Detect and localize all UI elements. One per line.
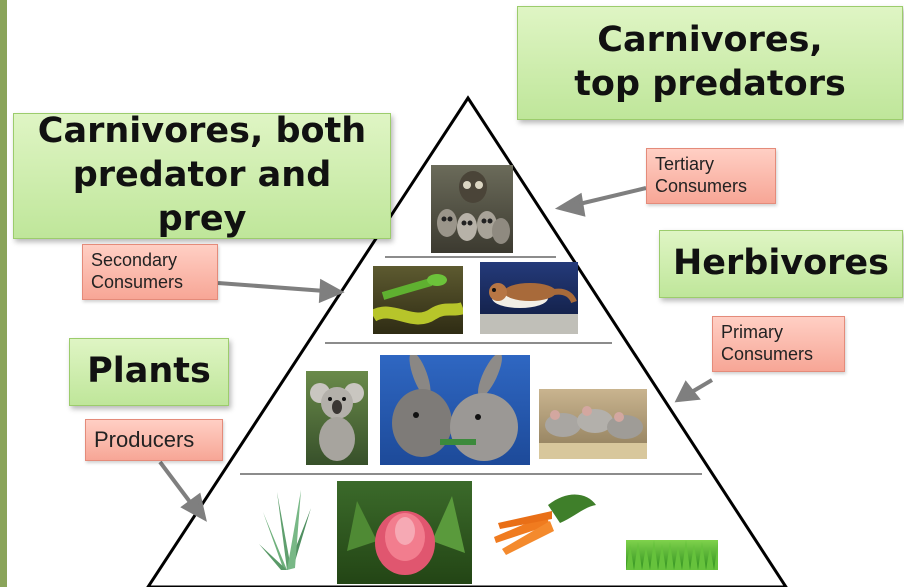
- arrow-secondary: [218, 283, 325, 291]
- arrow-tertiary-head: [560, 196, 583, 214]
- label-herbivores: Herbivores: [659, 230, 903, 298]
- carrots-icon: [488, 485, 598, 557]
- rabbits-photo: [380, 355, 530, 465]
- owls-icon: [431, 165, 513, 253]
- label-top-predators: Carnivores, top predators: [517, 6, 903, 120]
- level-primary: Primary Consumers: [712, 316, 845, 372]
- mice-icon: [539, 389, 647, 459]
- level-tertiary: Tertiary Consumers: [646, 148, 776, 204]
- mice-photo: [539, 389, 647, 459]
- level-secondary-text: Secondary Consumers: [91, 250, 201, 293]
- level-tertiary-text: Tertiary Consumers: [655, 154, 755, 197]
- label-plants: Plants: [69, 338, 229, 406]
- level-producers-text: Producers: [94, 427, 194, 453]
- arrow-tertiary: [575, 188, 646, 205]
- label-plants-text: Plants: [87, 350, 211, 394]
- grass-icon: [626, 540, 718, 570]
- arrow-producers: [160, 462, 193, 506]
- level-producers: Producers: [85, 419, 223, 461]
- koala-photo: [306, 371, 368, 465]
- stoat-icon: [480, 262, 578, 334]
- aloe-plant-photo: [257, 482, 317, 572]
- owl-family-photo: [431, 165, 513, 253]
- label-predator-prey-text: Carnivores, both predator and prey: [32, 110, 372, 241]
- stoat-photo: [480, 262, 578, 334]
- label-top-predators-text: Carnivores, top predators: [560, 19, 860, 107]
- green-snake-photo: [373, 266, 463, 334]
- label-herbivores-text: Herbivores: [673, 242, 889, 286]
- snake-icon: [373, 266, 463, 334]
- protea-icon: [337, 481, 472, 584]
- arrow-primary-head: [678, 384, 697, 400]
- label-predator-prey: Carnivores, both predator and prey: [13, 113, 391, 239]
- level-secondary: Secondary Consumers: [82, 244, 218, 300]
- rabbits-icon: [380, 355, 530, 465]
- aloe-icon: [257, 482, 317, 572]
- level-primary-text: Primary Consumers: [721, 322, 831, 365]
- grass-photo: [626, 540, 718, 570]
- protea-flower-photo: [337, 481, 472, 584]
- carrots-photo: [488, 485, 598, 557]
- koala-icon: [306, 371, 368, 465]
